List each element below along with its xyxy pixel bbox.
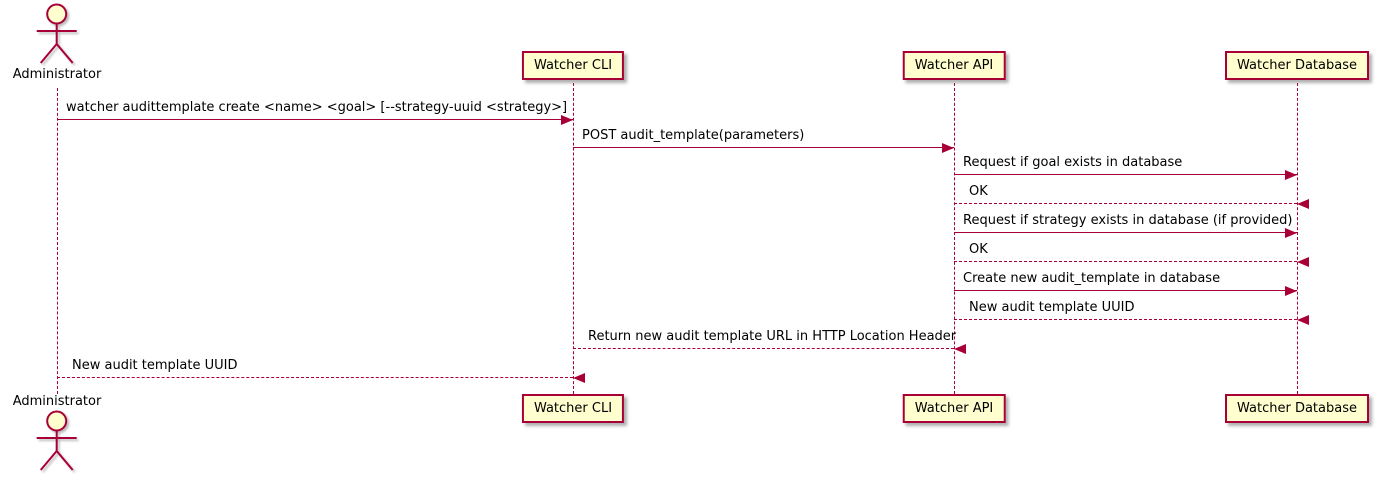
message-label: New audit template UUID [969, 300, 1135, 315]
participant-watcher-cli-bottom: Watcher CLI [521, 394, 625, 423]
participant-watcher-cli-top: Watcher CLI [521, 51, 625, 80]
message-line [954, 232, 1297, 233]
message-label: watcher audittemplate create <name> <goa… [66, 100, 568, 115]
message-arrowhead [1297, 315, 1309, 325]
actor-icon [37, 410, 77, 471]
message-line [954, 261, 1297, 262]
message-label: Create new audit_template in database [963, 271, 1221, 286]
message-arrowhead [561, 115, 573, 125]
message-arrowhead [1285, 286, 1297, 296]
message-label: OK [969, 184, 988, 199]
participant-watcher-database-bottom: Watcher Database [1225, 394, 1369, 423]
participant-label: Watcher CLI [533, 58, 613, 73]
message-arrowhead [1297, 257, 1309, 267]
participant-watcher-database-top: Watcher Database [1225, 51, 1369, 80]
lifeline-watcher-database [1297, 83, 1298, 394]
message-line [573, 348, 954, 349]
message-arrowhead [954, 344, 966, 354]
lifeline-watcher-cli [573, 83, 574, 394]
actor-icon [37, 3, 77, 64]
message-line [57, 119, 573, 120]
lifeline-watcher-api [954, 83, 955, 394]
message-label: Request if strategy exists in database (… [963, 213, 1293, 228]
participant-watcher-api-bottom: Watcher API [902, 394, 1006, 423]
actor-administrator-top: Administrator [12, 3, 102, 83]
message-arrowhead [573, 373, 585, 383]
participant-label: Watcher Database [1237, 401, 1357, 416]
message-line [954, 319, 1297, 320]
participant-label: Watcher API [914, 58, 994, 73]
participant-label: Watcher Database [1237, 58, 1357, 73]
actor-administrator-bottom: Administrator [12, 394, 102, 474]
message-line [954, 174, 1297, 175]
message-arrowhead [1285, 228, 1297, 238]
participant-label: Watcher CLI [533, 401, 613, 416]
message-label: Return new audit template URL in HTTP Lo… [588, 329, 957, 344]
message-line [57, 377, 573, 378]
message-arrowhead [942, 143, 954, 153]
message-arrowhead [1285, 170, 1297, 180]
message-line [954, 290, 1297, 291]
lifeline-administrator [57, 88, 58, 394]
participant-watcher-api-top: Watcher API [902, 51, 1006, 80]
actor-label: Administrator [12, 67, 102, 82]
message-label: New audit template UUID [72, 358, 238, 373]
message-label: POST audit_template(parameters) [582, 128, 805, 143]
message-line [954, 203, 1297, 204]
message-line [573, 147, 954, 148]
message-arrowhead [1297, 199, 1309, 209]
message-label: Request if goal exists in database [963, 155, 1183, 170]
participant-label: Watcher API [914, 401, 994, 416]
actor-label: Administrator [12, 394, 102, 409]
message-label: OK [969, 242, 988, 257]
